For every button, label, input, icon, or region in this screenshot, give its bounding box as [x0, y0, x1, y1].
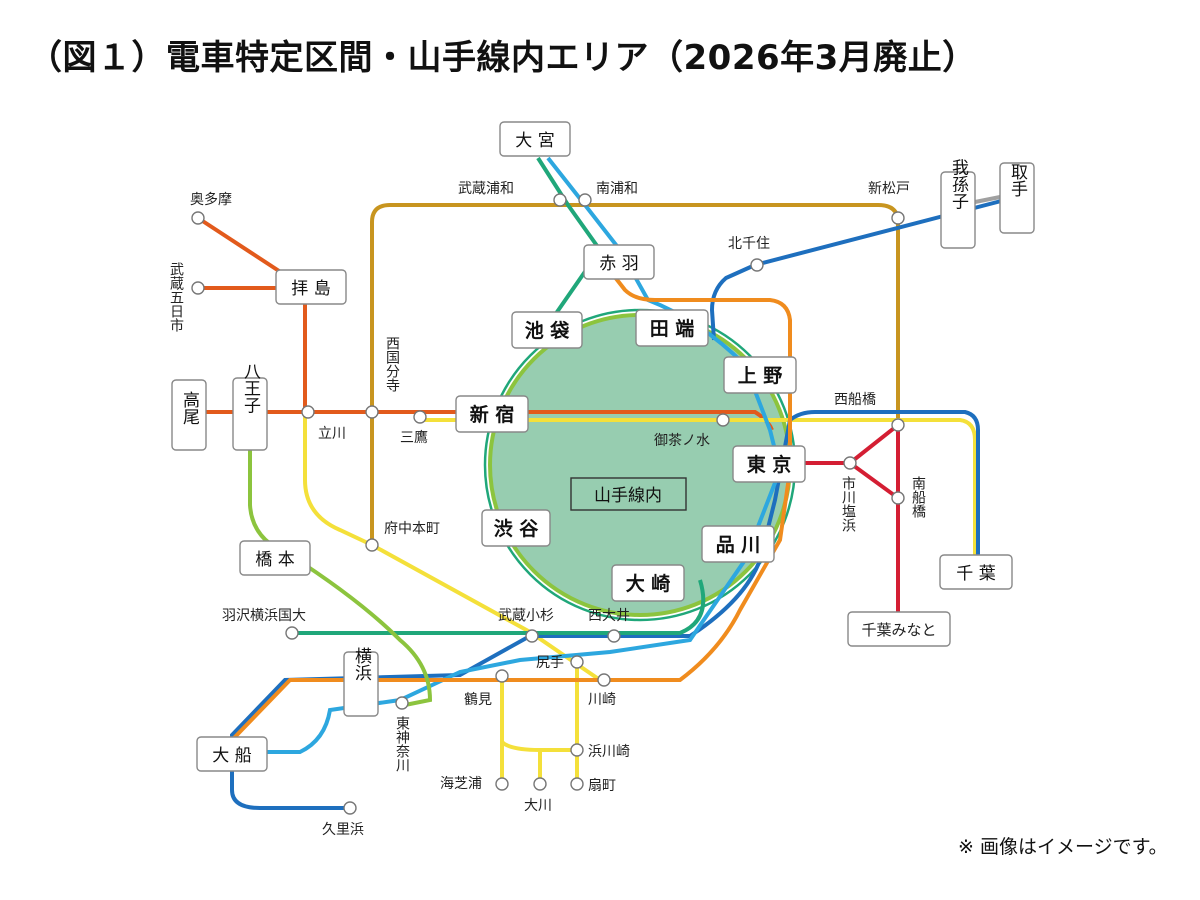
station-omiya-label: 大 宮 — [515, 131, 554, 151]
label-tachikawa: 立川 — [318, 426, 346, 442]
station-akabane-label: 赤 羽 — [599, 254, 638, 274]
station-chibaminato-label: 千葉みなと — [861, 621, 936, 639]
station-abiko-label: 我孫子 — [948, 158, 969, 209]
station-omiya[interactable]: 大 宮 — [499, 121, 571, 157]
station-takao-label: 高尾 — [179, 391, 200, 425]
station-yokohama-label: 横浜 — [351, 647, 372, 681]
label-umishibaura: 海芝浦 — [440, 776, 482, 792]
station-yokohama[interactable]: 横浜 — [343, 647, 379, 717]
station-tabata-label: 田 端 — [650, 317, 695, 340]
station-hachioji[interactable]: 八王子 — [232, 363, 268, 451]
label-ogimachi: 扇町 — [588, 778, 616, 794]
yokohama-line — [248, 440, 433, 707]
saikyo-line — [292, 156, 706, 635]
label-higashikanagawa: 東神奈川 — [394, 716, 410, 772]
station-shinagawa[interactable]: 品 川 — [701, 525, 775, 563]
chuo-line — [190, 216, 774, 431]
label-kawasaki: 川崎 — [588, 692, 616, 708]
label-kurihama: 久里浜 — [322, 822, 364, 838]
station-haijima[interactable]: 拝 島 — [275, 269, 347, 305]
station-ofuna[interactable]: 大 船 — [196, 736, 268, 772]
station-shinagawa-label: 品 川 — [716, 534, 761, 556]
station-hachioji-label: 八王子 — [240, 363, 261, 414]
label-tsurumi: 鶴見 — [464, 691, 492, 708]
label-okutama: 奥多摩 — [190, 191, 232, 208]
station-chiba-label: 千 葉 — [956, 564, 995, 584]
label-okawa: 大川 — [524, 798, 552, 814]
station-chibaminato[interactable]: 千葉みなと — [847, 611, 951, 647]
label-musashiurawa: 武蔵浦和 — [458, 181, 514, 197]
tokaido-line — [230, 256, 792, 742]
image-note: ※ 画像はイメージです。 — [958, 836, 1168, 858]
label-shinmatsudo: 新松戸 — [868, 181, 910, 197]
station-osaki[interactable]: 大 崎 — [611, 564, 685, 602]
station-abiko[interactable]: 我孫子 — [940, 158, 976, 249]
station-osaki-label: 大 崎 — [626, 572, 671, 595]
station-shibuya[interactable]: 渋 谷 — [481, 509, 551, 547]
page-title: （図１）電車特定区間・山手線内エリア（2026年3月廃止） — [28, 38, 977, 78]
label-nishifunabashi: 西船橋 — [834, 392, 876, 408]
nambu-line — [303, 412, 602, 682]
station-tokyo[interactable]: 東 京 — [732, 445, 806, 483]
label-ichikawashiohama: 市川塩浜 — [840, 475, 856, 532]
station-hashimoto[interactable]: 橋 本 — [239, 540, 311, 576]
minor-station-dots — [191, 193, 905, 815]
label-minamiurawa: 南浦和 — [596, 181, 638, 197]
tsurumi-line — [500, 660, 579, 782]
station-chiba[interactable]: 千 葉 — [939, 554, 1013, 590]
station-shinjuku-label: 新 宿 — [470, 403, 515, 426]
label-shiriteke: 尻手 — [536, 655, 564, 671]
station-ofuna-label: 大 船 — [212, 746, 251, 766]
station-shibuya-label: 渋 谷 — [494, 517, 540, 540]
station-ueno[interactable]: 上 野 — [723, 356, 797, 394]
station-takao[interactable]: 高尾 — [171, 379, 207, 451]
label-kitasenju: 北千住 — [728, 236, 770, 252]
area-label: 山手線内 — [594, 486, 662, 506]
station-hashimoto-label: 橋 本 — [255, 550, 294, 570]
label-musashikosugi: 武蔵小杉 — [498, 608, 554, 624]
label-musashiitsukaichi: 武蔵五日市 — [168, 262, 184, 332]
label-nishioi: 西大井 — [588, 608, 630, 624]
sobu-line — [420, 418, 977, 560]
station-tokyo-label: 東 京 — [747, 453, 792, 476]
label-mitaka: 三鷹 — [400, 430, 428, 446]
area-label-box — [570, 477, 687, 511]
label-ochanomizu: 御茶ノ水 — [654, 433, 710, 449]
station-shinjuku[interactable]: 新 宿 — [455, 395, 529, 433]
station-toride[interactable]: 取手 — [999, 162, 1035, 234]
label-hazawa: 羽沢横浜国大 — [222, 608, 306, 624]
label-nishikokubunji: 西国分寺 — [384, 336, 400, 392]
station-haijima-label: 拝 島 — [291, 279, 330, 299]
station-toride-label: 取手 — [1007, 163, 1028, 198]
station-ikebukuro-label: 池 袋 — [525, 319, 571, 342]
station-akabane[interactable]: 赤 羽 — [583, 244, 655, 280]
label-hamakawasaki: 浜川崎 — [588, 744, 630, 760]
station-tabata[interactable]: 田 端 — [635, 309, 709, 347]
station-ikebukuro[interactable]: 池 袋 — [511, 311, 583, 349]
station-ueno-label: 上 野 — [738, 365, 783, 387]
label-minamifunabashi: 南船橋 — [910, 476, 926, 518]
label-fuchuhommachi: 府中本町 — [384, 521, 440, 537]
